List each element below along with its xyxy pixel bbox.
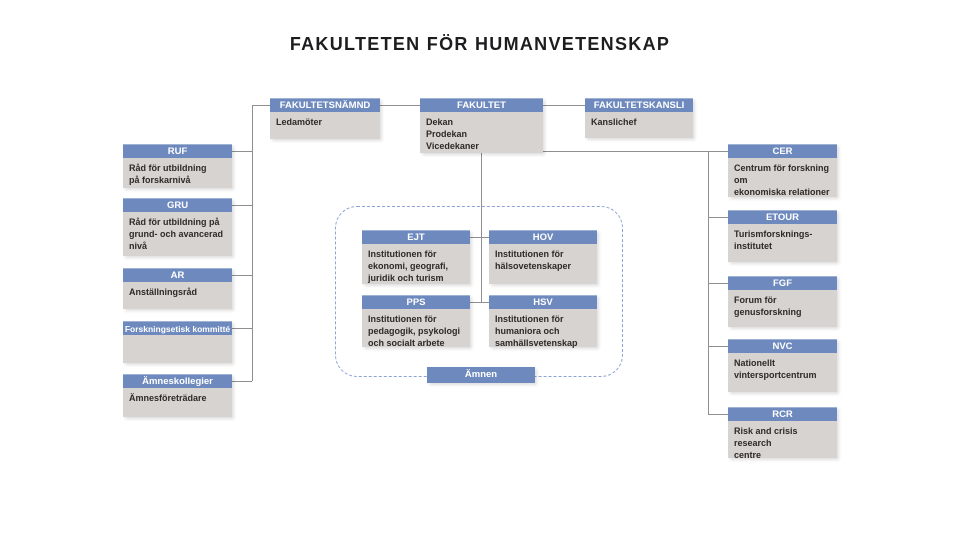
connector-right-vertical	[708, 151, 709, 414]
org-box-rcr-header: RCR	[728, 407, 837, 421]
connector-stub-gru	[232, 205, 252, 206]
org-box-fgf-body: Forum för genusforskning	[728, 290, 837, 327]
org-box-cer-body: Centrum för forskning om ekonomiska rela…	[728, 158, 837, 197]
org-box-rcr: RCR Risk and crisis research centre	[728, 407, 837, 460]
org-box-forskningsetisk-kommitte-header: Forskningsetisk kommitté	[123, 321, 232, 335]
org-box-fakultetskansli-body: Kanslichef	[585, 112, 693, 138]
org-box-ejt-body: Institutionen för ekonomi, geografi, jur…	[362, 244, 470, 284]
connector-fakultet-cer	[543, 151, 728, 152]
org-box-fakultetskansli-header: FAKULTETSKANSLI	[585, 98, 693, 112]
org-box-etour-header: ETOUR	[728, 210, 837, 224]
connector-stub-rcr	[708, 414, 728, 415]
org-box-fakultetsnamnd: FAKULTETSNÄMND Ledamöter	[270, 98, 380, 139]
org-box-ar: AR Anställningsråd	[123, 268, 232, 309]
connector-stub-forskningsetisk	[232, 328, 252, 329]
amnen-label-bar: Ämnen	[427, 367, 535, 383]
connector-namnd-left	[252, 105, 270, 106]
connector-center-vertical	[481, 153, 482, 302]
org-box-hsv-body: Institutionen för humaniora och samhälls…	[489, 309, 597, 348]
org-box-cer-header: CER	[728, 144, 837, 158]
org-box-ruf: RUF Råd för utbildning på forskarnivå	[123, 144, 232, 188]
org-box-fakultetskansli: FAKULTETSKANSLI Kanslichef	[585, 98, 693, 138]
connector-ejt-hov	[470, 237, 489, 238]
org-box-hsv: HSV Institutionen för humaniora och samh…	[489, 295, 597, 348]
org-box-ar-header: AR	[123, 268, 232, 282]
org-box-amneskollegier: Ämneskollegier Ämnesföreträdare	[123, 374, 232, 417]
connector-stub-ar	[232, 275, 252, 276]
connector-pps-hsv	[470, 302, 489, 303]
org-box-fakultet-header: FAKULTET	[420, 98, 543, 112]
org-box-ruf-header: RUF	[123, 144, 232, 158]
org-box-ejt-header: EJT	[362, 230, 470, 244]
org-box-hov-header: HOV	[489, 230, 597, 244]
org-box-etour-body: Turismforsknings- institutet	[728, 224, 837, 262]
org-box-gru-body: Råd för utbildning på grund- och avancer…	[123, 212, 232, 256]
connector-stub-nvc	[708, 346, 728, 347]
page-title: FAKULTETEN FÖR HUMANVETENSKAP	[289, 34, 671, 54]
org-box-amneskollegier-body: Ämnesföreträdare	[123, 388, 232, 417]
connector-left-vertical	[252, 105, 253, 381]
org-box-hsv-header: HSV	[489, 295, 597, 309]
org-box-cer: CER Centrum för forskning om ekonomiska …	[728, 144, 837, 197]
org-box-ejt: EJT Institutionen för ekonomi, geografi,…	[362, 230, 470, 284]
org-box-fakultet: FAKULTET Dekan Prodekan Vicedekaner	[420, 98, 543, 153]
org-box-nvc: NVC Nationellt vintersportcentrum	[728, 339, 837, 392]
org-box-gru-header: GRU	[123, 198, 232, 212]
connector-fakultet-kansli	[543, 105, 585, 106]
org-box-hov-body: Institutionen för hälsovetenskaper	[489, 244, 597, 284]
org-box-fakultetsnamnd-header: FAKULTETSNÄMND	[270, 98, 380, 112]
org-box-pps: PPS Institutionen för pedagogik, psykolo…	[362, 295, 470, 348]
org-box-etour: ETOUR Turismforsknings- institutet	[728, 210, 837, 262]
org-box-nvc-header: NVC	[728, 339, 837, 353]
org-box-nvc-body: Nationellt vintersportcentrum	[728, 353, 837, 392]
org-box-fgf: FGF Forum för genusforskning	[728, 276, 837, 327]
connector-stub-ruf	[232, 151, 252, 152]
org-box-fakultetsnamnd-body: Ledamöter	[270, 112, 380, 139]
org-box-fakultet-body: Dekan Prodekan Vicedekaner	[420, 112, 543, 153]
org-box-forskningsetisk-kommitte-body	[123, 335, 232, 363]
org-box-amneskollegier-header: Ämneskollegier	[123, 374, 232, 388]
connector-stub-amneskollegier	[232, 381, 252, 382]
org-box-fgf-header: FGF	[728, 276, 837, 290]
org-box-forskningsetisk-kommitte: Forskningsetisk kommitté	[123, 321, 232, 363]
org-box-hov: HOV Institutionen för hälsovetenskaper	[489, 230, 597, 284]
org-box-gru: GRU Råd för utbildning på grund- och ava…	[123, 198, 232, 256]
org-box-rcr-body: Risk and crisis research centre	[728, 421, 837, 460]
org-box-pps-body: Institutionen för pedagogik, psykologi o…	[362, 309, 470, 348]
connector-stub-etour	[708, 217, 728, 218]
org-box-pps-header: PPS	[362, 295, 470, 309]
connector-namnd-fakultet	[380, 105, 420, 106]
org-box-ar-body: Anställningsråd	[123, 282, 232, 309]
org-box-ruf-body: Råd för utbildning på forskarnivå	[123, 158, 232, 188]
connector-stub-fgf	[708, 283, 728, 284]
